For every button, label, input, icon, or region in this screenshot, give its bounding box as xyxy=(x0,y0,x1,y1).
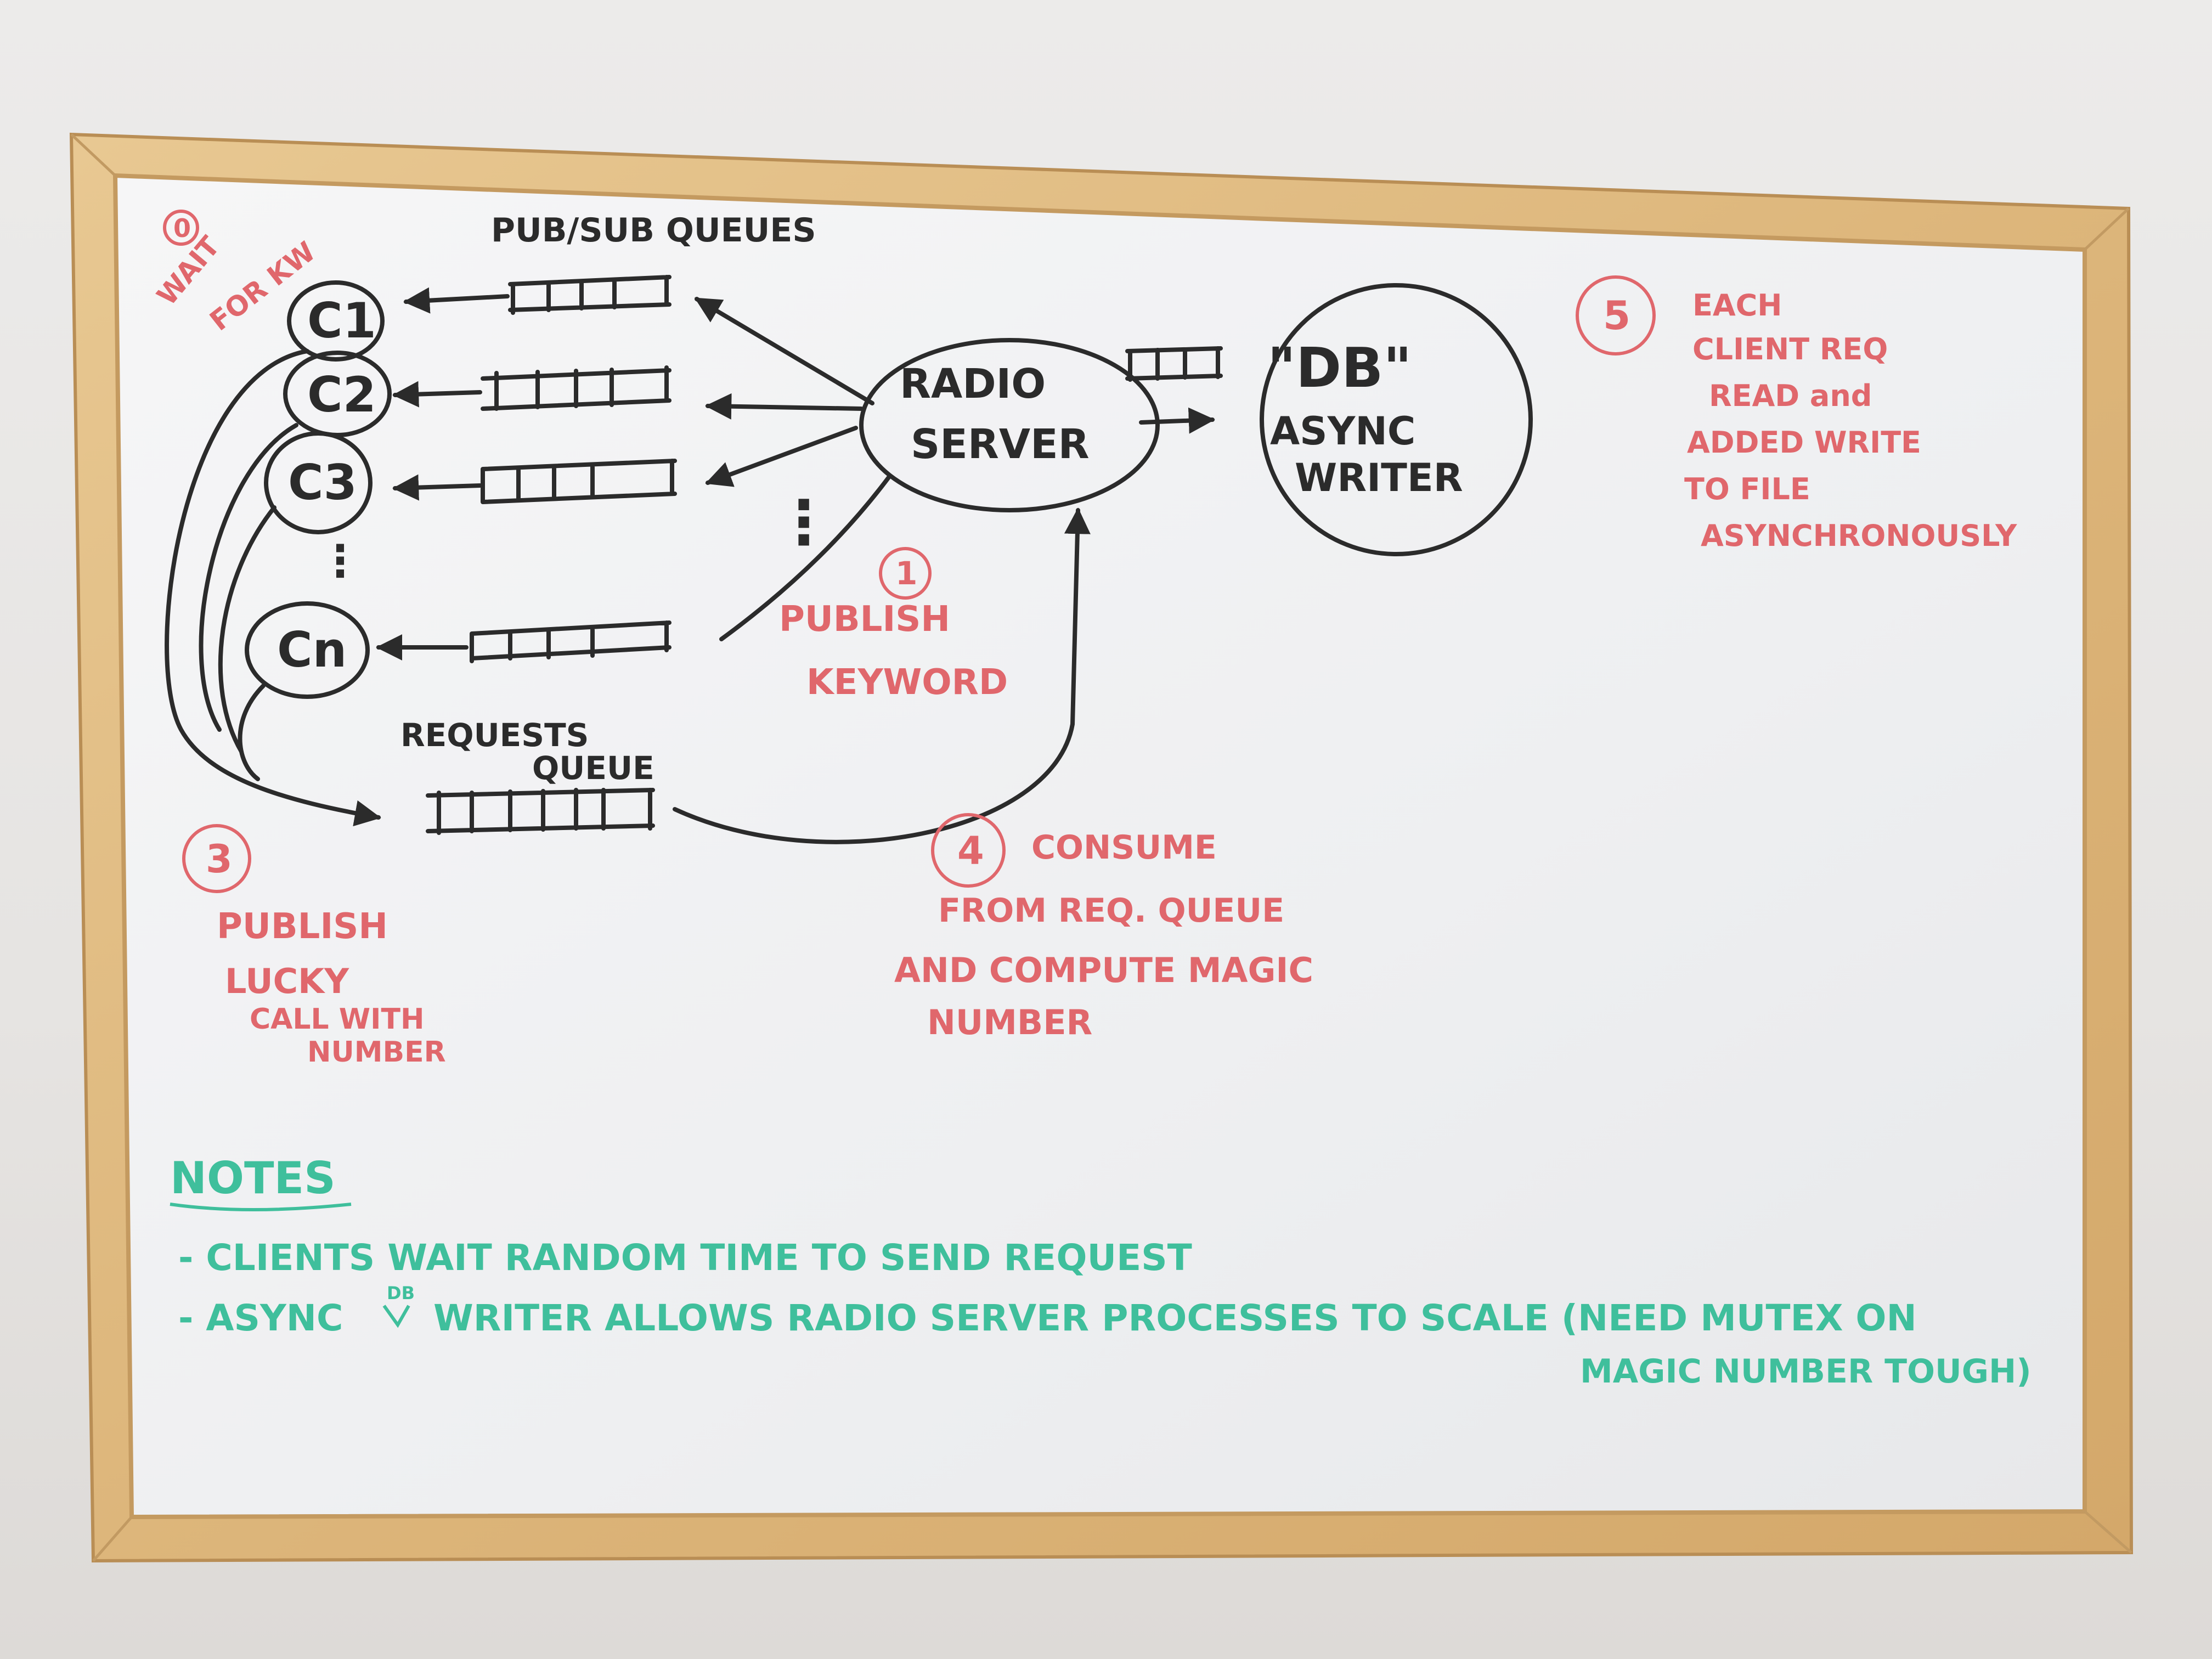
step-annotations xyxy=(163,210,1656,893)
step3-line1: PUBLISH xyxy=(217,906,388,947)
whiteboard-frame xyxy=(69,132,2134,1563)
step1-number: 1 xyxy=(895,555,917,592)
radio-server-line2: SERVER xyxy=(911,421,1090,468)
db-label-line1: "DB" xyxy=(1267,336,1412,400)
notes-line2-insert: DB xyxy=(387,1283,415,1304)
client-cn xyxy=(245,601,370,699)
client-cn-label: Cn xyxy=(277,622,347,678)
step1-line2: KEYWORD xyxy=(806,662,1008,703)
step5-line1: EACH xyxy=(1692,288,1782,323)
db-write-queue xyxy=(1125,346,1223,382)
architecture-diagram xyxy=(165,275,1533,844)
step3-line4: NUMBER xyxy=(307,1036,446,1069)
notes-title: NOTES xyxy=(170,1153,336,1204)
step4-line2: FROM REQ. QUEUE xyxy=(938,891,1284,930)
step5-line3: READ and xyxy=(1709,379,1872,413)
step4-number: 4 xyxy=(957,828,984,873)
step4-line4: NUMBER xyxy=(927,1002,1092,1042)
step1-circle xyxy=(879,547,932,600)
step4-line3: AND COMPUTE MAGIC xyxy=(894,950,1313,990)
step3-number: 3 xyxy=(206,837,233,882)
requests-title-line2: QUEUE xyxy=(532,749,654,787)
step0-circle xyxy=(163,210,199,246)
radio-server-circle xyxy=(859,338,1160,512)
step5-line4: ADDED WRITE xyxy=(1687,425,1921,460)
pubsub-queue-2 xyxy=(481,365,672,411)
step5-number: 5 xyxy=(1603,292,1630,338)
db-writer-circle xyxy=(1260,283,1533,556)
step5-line5: TO FILE xyxy=(1684,472,1810,506)
client-c2-label: C2 xyxy=(307,366,376,423)
step3-line3: CALL WITH xyxy=(250,1003,424,1036)
pubsub-queues-title: PUB/SUB QUEUES xyxy=(491,211,816,250)
step5-line6: ASYNCHRONOUSLY xyxy=(1701,518,2017,553)
step0-number: 0 xyxy=(173,213,191,243)
notes-underline xyxy=(170,1203,352,1211)
notes-line1: - CLIENTS WAIT RANDOM TIME TO SEND REQUE… xyxy=(178,1237,1192,1279)
pubsub-queue-3 xyxy=(481,459,677,504)
requests-queue xyxy=(426,788,655,835)
pubsub-queue-1 xyxy=(508,275,672,315)
notes-line2-a: - ASYNC xyxy=(178,1297,343,1339)
step1-line1: PUBLISH xyxy=(779,599,950,640)
notes-caret xyxy=(382,1305,410,1328)
step5-line2: CLIENT REQ xyxy=(1692,332,1888,366)
step3-circle xyxy=(182,824,251,893)
radio-server-line1: RADIO xyxy=(900,360,1046,408)
requests-title-line1: REQUESTS xyxy=(400,716,589,754)
client-c1-label: C1 xyxy=(307,292,376,349)
client-ellipsis: ⋮ xyxy=(318,535,362,586)
step5-circle xyxy=(1576,275,1656,356)
db-label-line3: WRITER xyxy=(1295,455,1463,500)
pubsub-queue-n xyxy=(470,620,672,663)
client-c3-label: C3 xyxy=(288,454,357,511)
notes-line3: MAGIC NUMBER TOUGH) xyxy=(1580,1352,2032,1391)
step4-line1: CONSUME xyxy=(1031,828,1217,867)
db-label-line2: ASYNC xyxy=(1270,409,1415,454)
notes-line2-b: WRITER ALLOWS RADIO SERVER PROCESSES TO … xyxy=(433,1297,1917,1339)
step4-circle xyxy=(931,813,1006,888)
client-c1 xyxy=(287,280,385,362)
client-c3 xyxy=(264,431,373,534)
server-ellipsis: ⋮ xyxy=(774,487,834,557)
step3-line2: LUCKY xyxy=(225,961,349,1001)
